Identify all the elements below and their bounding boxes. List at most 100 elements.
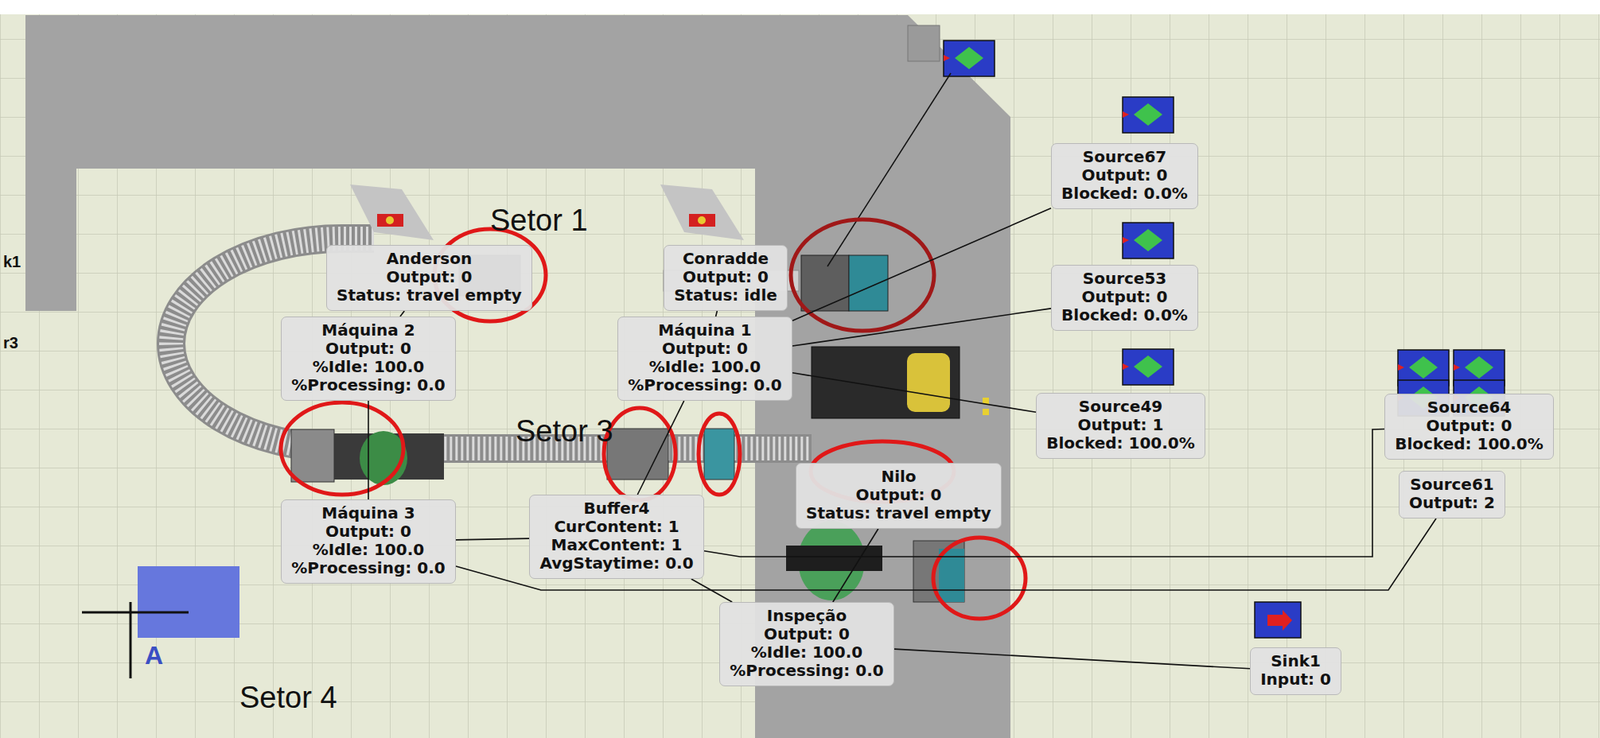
stat-line: Blocked: 0.0% bbox=[1059, 306, 1190, 325]
object-name: Máquina 3 bbox=[289, 504, 448, 523]
connection-line bbox=[792, 373, 1036, 413]
stat-line: MaxContent: 1 bbox=[537, 536, 696, 555]
stats-panel: Source53Output: 0Blocked: 0.0% bbox=[1051, 264, 1199, 331]
object-name: Source53 bbox=[1059, 269, 1190, 289]
object-name: Sink1 bbox=[1258, 652, 1333, 671]
area-label: k1 bbox=[3, 253, 21, 272]
connection-line bbox=[455, 518, 1437, 591]
operator-figure bbox=[689, 214, 716, 227]
source-icon bbox=[1122, 97, 1174, 133]
operator-figure bbox=[385, 216, 394, 225]
stat-line: Status: travel empty bbox=[334, 286, 524, 305]
machine bbox=[786, 545, 883, 572]
connection-line bbox=[455, 538, 530, 541]
stat-line: Input: 0 bbox=[1258, 670, 1333, 690]
object-name: Máquina 1 bbox=[626, 321, 784, 340]
area-label: Setor 1 bbox=[490, 203, 588, 239]
object-name: Inspeção bbox=[727, 607, 886, 626]
stats-panel: Source61Output: 2 bbox=[1398, 471, 1506, 519]
highlight-circle bbox=[790, 219, 935, 331]
stats-panel: InspeçãoOutput: 0%Idle: 100.0%Processing… bbox=[719, 602, 895, 687]
conveyor-rollers bbox=[171, 238, 812, 449]
connection-line bbox=[400, 311, 405, 317]
operator-path bbox=[660, 184, 744, 241]
stat-line: Output: 0 bbox=[1059, 166, 1190, 185]
stat-line: %Processing: 0.0 bbox=[289, 376, 448, 395]
stat-line: Output: 2 bbox=[1407, 494, 1497, 513]
object-name: Conradde bbox=[672, 249, 779, 269]
highlight-circle bbox=[933, 537, 1026, 619]
floor-area bbox=[25, 15, 1011, 738]
machine bbox=[848, 255, 888, 312]
stat-line: %Idle: 100.0 bbox=[289, 358, 448, 377]
stat-line: %Idle: 100.0 bbox=[626, 358, 784, 377]
machine bbox=[801, 255, 849, 312]
object-name: Source64 bbox=[1393, 398, 1546, 417]
stat-line: Blocked: 100.0% bbox=[1044, 434, 1197, 453]
machine bbox=[607, 428, 669, 480]
stat-line: AvgStaytime: 0.0 bbox=[537, 554, 696, 573]
axis bbox=[129, 602, 133, 679]
axis bbox=[81, 611, 189, 615]
source-icon bbox=[1122, 222, 1174, 259]
connection-line bbox=[637, 400, 684, 495]
connection-line bbox=[894, 649, 1250, 670]
marker bbox=[982, 408, 989, 416]
stat-line: Output: 0 bbox=[727, 625, 886, 644]
conveyor bbox=[171, 238, 812, 449]
stat-line: Output: 0 bbox=[1059, 288, 1190, 307]
object-name: Buffer4 bbox=[537, 499, 696, 518]
connection-line bbox=[367, 400, 370, 500]
stats-panel: ConraddeOutput: 0Status: idle bbox=[663, 245, 788, 312]
object-name: Máquina 2 bbox=[289, 321, 448, 340]
machine bbox=[291, 429, 335, 483]
stats-panel: Source64Output: 0Blocked: 100.0% bbox=[1384, 393, 1554, 460]
stat-line: Status: travel empty bbox=[804, 504, 993, 523]
floor-block bbox=[907, 25, 940, 62]
stats-panel: Máquina 1Output: 0%Idle: 100.0%Processin… bbox=[617, 316, 793, 401]
source-icon bbox=[1122, 349, 1174, 386]
stats-panel: Máquina 3Output: 0%Idle: 100.0%Processin… bbox=[280, 499, 456, 584]
highlight-circle bbox=[603, 408, 676, 501]
machine bbox=[811, 346, 960, 419]
stat-line: Output: 0 bbox=[1393, 416, 1546, 436]
view-square bbox=[137, 566, 240, 639]
object-name: Source49 bbox=[1044, 397, 1197, 417]
stat-line: %Processing: 0.0 bbox=[626, 376, 784, 395]
stat-line: %Processing: 0.0 bbox=[289, 559, 448, 578]
stats-panel: Buffer4CurContent: 1MaxContent: 1AvgStay… bbox=[529, 494, 705, 580]
area-label: r3 bbox=[3, 334, 19, 353]
object-name: Nilo bbox=[804, 467, 993, 487]
area-label: Setor 3 bbox=[515, 414, 614, 450]
object-name: Source67 bbox=[1059, 147, 1190, 167]
area-label: Setor 4 bbox=[239, 681, 338, 717]
machine bbox=[913, 541, 965, 603]
operator-figure bbox=[377, 214, 404, 227]
stats-panel: NiloOutput: 0Status: travel empty bbox=[795, 463, 1002, 530]
sink-icon bbox=[1254, 602, 1301, 639]
stat-line: Blocked: 0.0% bbox=[1059, 184, 1190, 203]
highlight-circle bbox=[698, 413, 740, 495]
stat-line: Output: 1 bbox=[1044, 416, 1197, 435]
operator-figure bbox=[697, 216, 706, 225]
stats-panel: Source49Output: 1Blocked: 100.0% bbox=[1035, 393, 1206, 460]
machine bbox=[704, 428, 735, 480]
operator-path bbox=[350, 184, 434, 241]
stat-line: Blocked: 100.0% bbox=[1393, 435, 1546, 454]
port-line bbox=[827, 73, 951, 267]
stat-line: Output: 0 bbox=[289, 339, 448, 359]
stats-panel: Source67Output: 0Blocked: 0.0% bbox=[1051, 143, 1199, 210]
machine bbox=[907, 353, 950, 413]
stat-line: Output: 0 bbox=[672, 268, 779, 287]
stat-line: Output: 0 bbox=[626, 339, 784, 359]
stat-line: Output: 0 bbox=[289, 522, 448, 542]
sink-arrow bbox=[1267, 610, 1293, 631]
stat-line: %Processing: 0.0 bbox=[727, 661, 886, 681]
stats-panel: Máquina 2Output: 0%Idle: 100.0%Processin… bbox=[280, 316, 456, 401]
stat-line: Output: 0 bbox=[334, 268, 524, 287]
highlight-circle bbox=[280, 402, 404, 495]
stat-line: %Idle: 100.0 bbox=[727, 643, 886, 662]
connection-line bbox=[716, 311, 718, 317]
